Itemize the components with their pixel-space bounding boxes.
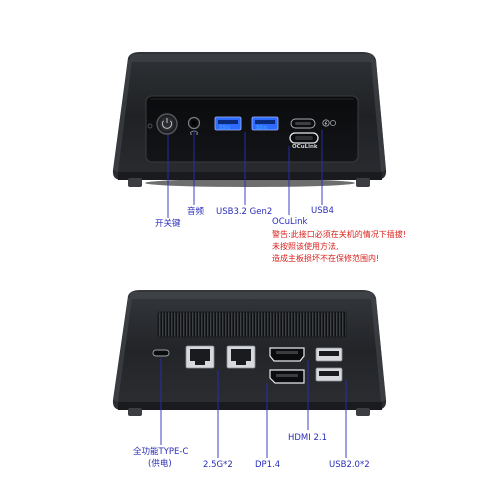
thunderbolt-icon <box>322 119 336 127</box>
usb32-port-1[interactable] <box>214 116 242 131</box>
lan-port-1[interactable] <box>185 345 215 369</box>
label-lan: 2.5G*2 <box>203 460 233 470</box>
warning-line-1: 警告:此接口必须在关机的情况下插拔! <box>272 230 406 239</box>
front-callout-lines <box>167 130 323 218</box>
front-foot-left <box>128 178 142 187</box>
front-view <box>112 52 387 218</box>
oculink-port[interactable] <box>289 132 319 144</box>
usb-logo-2: SS⇆ <box>256 125 268 131</box>
label-typec-line2: (供电) <box>148 459 172 469</box>
front-foot-right <box>356 178 370 187</box>
label-typec-line1: 全功能TYPE-C <box>133 447 189 457</box>
back-foot-left <box>128 408 142 416</box>
rear-vent <box>157 311 347 338</box>
back-view <box>112 290 387 458</box>
usb20-port-2[interactable] <box>315 367 343 382</box>
label-usb4: USB4 <box>311 206 334 216</box>
back-foot-right <box>356 408 370 416</box>
typec-power-port[interactable] <box>152 349 170 357</box>
usb-logo-1: SS⇆ <box>219 125 231 131</box>
audio-jack[interactable] <box>187 116 201 135</box>
label-usb32: USB3.2 Gen2 <box>216 207 273 217</box>
hdmi-port[interactable] <box>269 347 305 362</box>
warning-line-2: 未按照该使用方法, <box>272 242 339 251</box>
usb32-port-2[interactable] <box>251 116 279 131</box>
back-callout-lines <box>160 358 347 458</box>
label-hdmi: HDMI 2.1 <box>288 433 327 443</box>
label-oculink: OCuLink <box>272 217 308 227</box>
lan-port-2[interactable] <box>226 345 256 369</box>
warning-line-3: 造成主板损坏不在保修范围内! <box>272 254 380 263</box>
oculink-port-text: OCuLink <box>292 144 318 150</box>
usb20-port-1[interactable] <box>315 347 343 362</box>
label-audio: 音频 <box>187 207 205 217</box>
power-led <box>147 123 153 129</box>
power-button[interactable] <box>156 113 178 135</box>
usb4-port[interactable] <box>290 118 316 129</box>
label-power: 开关键 <box>155 219 181 229</box>
dp-port[interactable] <box>269 369 305 384</box>
label-dp: DP1.4 <box>255 460 281 470</box>
label-usb20: USB2.0*2 <box>329 460 370 470</box>
